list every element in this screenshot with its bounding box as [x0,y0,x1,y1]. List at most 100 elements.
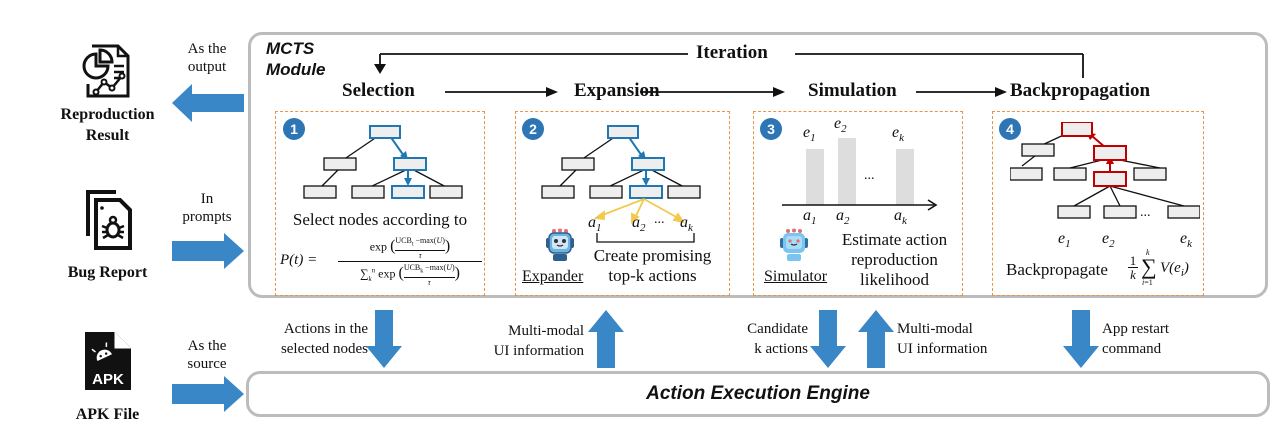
expander-robot-icon [546,228,574,261]
leaf-ellipsis: ... [1140,205,1151,220]
tree-node [1057,205,1091,219]
simulation-bar-chart [782,138,938,211]
step-simulation-panel [753,111,963,296]
simulation-bar-a2 [838,138,856,205]
tree-node-selected [369,125,401,139]
prompts-note: In prompts [182,191,232,225]
tree-node-selected [629,185,663,199]
source-note: As the source [187,338,227,372]
stage-flow-arrows [445,87,1007,97]
step-selection-panel [275,111,485,296]
candidate-actions-note: Candidate k actions [747,321,808,357]
tree-node [303,185,337,199]
leaf-estimate-label: e1 [1058,230,1071,251]
simulation-description: Estimate action reproduction likelihood [841,230,948,289]
simulation-bar-a1 [806,149,824,205]
step-number-badge: 1 [283,118,305,140]
tree-node [429,185,463,199]
iteration-loop-arrow [374,53,1084,78]
tree-node [1053,167,1087,181]
action-label: ak [894,207,907,228]
tree-node-backprop [1061,122,1093,137]
tree-node [667,185,701,199]
expansion-description: Create promising top-k actions [593,246,712,285]
tree-node-selected [391,185,425,199]
estimate-label: ek [892,124,904,145]
tree-node-selected [631,157,665,171]
bug-document-icon [86,190,132,250]
tree-node-selected [607,125,639,139]
stage-backpropagation: Backpropagation [1010,80,1151,101]
output-arrow [172,84,244,122]
apk-file-label: APK File [75,406,140,423]
report-chart-icon [82,44,130,98]
selected-actions-note: Actions in the selected nodes [280,321,368,357]
simulation-bar-ak [896,149,914,205]
step-backpropagation-panel [992,111,1204,296]
simulator-robot-icon [780,228,808,261]
action-execution-engine-container [246,371,1270,417]
apk-icon-text: APK [92,371,124,388]
down-arrow-candidate-actions [810,310,846,368]
tree-node [561,157,595,171]
selection-tree-diagram [303,125,463,199]
source-arrow [172,376,244,412]
up-arrow-ui-info-2 [858,310,894,368]
output-note: As the output [187,41,227,75]
expansion-tree-diagram [541,125,701,224]
ui-info-note-1: Multi-modal UI information [493,323,584,359]
bar-ellipsis: ... [864,168,875,183]
simulation-axis-arrowhead [927,199,938,211]
mcts-module-title: MCTS Module [266,39,326,79]
action-label: a1 [588,214,602,235]
action-label: ak [680,214,693,235]
action-label: a2 [836,207,850,228]
action-ellipsis: ... [654,212,665,227]
selection-description: Select nodes according to [292,210,468,229]
iteration-label: Iteration [696,42,768,63]
actions-bracket [596,233,695,243]
estimate-label: e2 [834,115,847,136]
action-execution-engine-title: Action Execution Engine [646,383,870,404]
down-arrow-selected-actions [366,310,402,368]
action-label: a2 [632,214,646,235]
leaf-estimate-label: ek [1180,230,1192,251]
restart-note: App restart command [1102,321,1170,357]
bug-report-label: Bug Report [67,264,148,281]
ui-info-note-2: Multi-modal UI information [897,321,988,357]
tree-node [1133,167,1167,181]
stage-selection: Selection [342,80,415,101]
simulator-label: Simulator [764,268,828,285]
step-number-badge: 2 [522,118,544,140]
tree-node [351,185,385,199]
up-arrow-ui-info-1 [588,310,624,368]
backprop-tree-diagram [1010,122,1200,219]
tree-node [589,185,623,199]
tree-node [1103,205,1137,219]
tree-node [541,185,575,199]
tree-node-backprop [1093,145,1127,161]
stage-simulation: Simulation [808,80,897,101]
apk-file-icon: APK [85,332,131,390]
tree-node-backprop [1093,171,1127,187]
selection-formula: P(t) = exp (UCBt −max(U)τ) ∑kn exp (UCBk… [278,234,482,290]
step-expansion-panel [515,111,730,296]
estimate-label: e1 [803,124,816,145]
tree-node-selected [393,157,427,171]
prompt-arrow [172,233,244,269]
stage-expansion: Expansion [574,80,660,101]
tree-node [1010,167,1043,181]
reproduction-result-label: Reproduction Result [60,106,155,144]
action-label: a1 [803,207,817,228]
tree-node [1021,143,1055,157]
down-arrow-restart [1063,310,1099,368]
leaf-estimate-label: e2 [1102,230,1115,251]
step-number-badge: 4 [999,118,1021,140]
expander-label: Expander [522,268,584,285]
mcts-module-container [248,32,1268,298]
step-number-badge: 3 [760,118,782,140]
tree-node [323,157,357,171]
tree-node [1167,205,1200,219]
